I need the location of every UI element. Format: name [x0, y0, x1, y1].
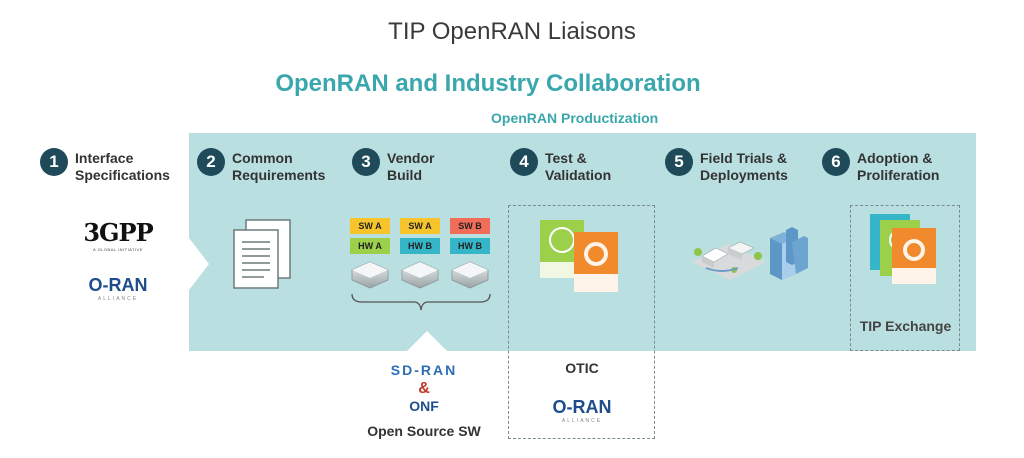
- oran-logo-text: O-RAN: [88, 275, 148, 295]
- step-number: 5: [665, 148, 693, 176]
- step-label-line2: Build: [387, 167, 422, 183]
- server-icon: [401, 261, 439, 289]
- sdran-logo-text: SD-RAN: [390, 362, 458, 378]
- productization-label: OpenRAN Productization: [491, 110, 659, 126]
- band-bottom-notch: [407, 331, 447, 351]
- hw-block: HW A: [350, 238, 390, 254]
- sw-block: SW A: [350, 218, 390, 234]
- ampersand-symbol: &: [365, 380, 483, 398]
- oran-logo-text: O-RAN: [552, 397, 612, 417]
- server-hardware-icons: [351, 261, 491, 311]
- otic-dashed-box: [508, 205, 655, 439]
- step-number: 6: [822, 148, 850, 176]
- step-label-line2: Validation: [545, 167, 612, 183]
- step-test-validation: 4 Test &Validation: [510, 148, 611, 184]
- step-label-line2: Requirements: [232, 167, 326, 183]
- page-title: TIP OpenRAN Liaisons: [388, 18, 636, 45]
- oran-logo-subtext: ALLIANCE: [561, 418, 603, 424]
- band-arrow-notch: [189, 238, 209, 290]
- oran-logo-left: O-RAN ALLIANCE: [82, 275, 154, 302]
- step-label-line2: Deployments: [700, 167, 788, 183]
- open-source-label: Open Source SW: [355, 423, 493, 441]
- bracket-icon: [351, 293, 491, 311]
- sdran-logo: SD-RAN: [365, 362, 483, 380]
- vendor-build-stack-b: SW A HW B: [400, 218, 440, 254]
- step-label-line2: Specifications: [75, 167, 170, 183]
- ampersand-text: &: [418, 380, 430, 397]
- 3gpp-logo-text: 3GPP: [83, 218, 153, 247]
- server-icon: [351, 261, 389, 289]
- onf-logo: ONF: [365, 398, 483, 416]
- open-source-text: Open Source SW: [367, 423, 481, 439]
- tip-exchange-badge-icon: [870, 214, 936, 284]
- oran-logo-otic: O-RAN ALLIANCE: [508, 397, 656, 424]
- step-adoption-proliferation: 6 Adoption &Proliferation: [822, 148, 939, 184]
- tip-exchange-label: TIP Exchange: [850, 318, 961, 336]
- step-number: 2: [197, 148, 225, 176]
- step-number: 3: [352, 148, 380, 176]
- step-label-line2: Proliferation: [857, 167, 940, 183]
- step-label-line1: Common: [232, 150, 293, 166]
- 3gpp-logo: 3GPP A GLOBAL INITIATIVE: [82, 218, 154, 252]
- otic-text: OTIC: [565, 360, 599, 376]
- step-label-line1: Interface: [75, 150, 134, 166]
- step-number: 1: [40, 148, 68, 176]
- hw-block: HW B: [450, 238, 490, 254]
- sw-block: SW B: [450, 218, 490, 234]
- oran-logo-subtext: ALLIANCE: [97, 296, 139, 302]
- sw-block: SW A: [400, 218, 440, 234]
- vendor-build-stack-c: SW B HW B: [450, 218, 490, 254]
- city-deployment-icon: [692, 227, 808, 280]
- tip-exchange-text: TIP Exchange: [859, 318, 952, 334]
- server-icon: [451, 261, 489, 289]
- tip-badge-stack-icon: [540, 220, 618, 292]
- step-label-line1: Adoption &: [857, 150, 933, 166]
- step-number: 4: [510, 148, 538, 176]
- onf-logo-text: ONF: [409, 398, 439, 414]
- step-label-line1: Field Trials &: [700, 150, 788, 166]
- document-icon: [233, 219, 291, 289]
- step-label-line1: Test &: [545, 150, 587, 166]
- 3gpp-logo-subtext: A GLOBAL INITIATIVE: [93, 247, 143, 252]
- hw-block: HW B: [400, 238, 440, 254]
- diagram-subtitle: OpenRAN and Industry Collaboration: [275, 70, 701, 97]
- step-label-line1: Vendor: [387, 150, 435, 166]
- step-field-trials: 5 Field Trials &Deployments: [665, 148, 788, 184]
- vendor-build-stack-a: SW A HW A: [350, 218, 390, 254]
- otic-label: OTIC: [508, 360, 656, 378]
- tip-exchange-dashed-box: [850, 205, 960, 351]
